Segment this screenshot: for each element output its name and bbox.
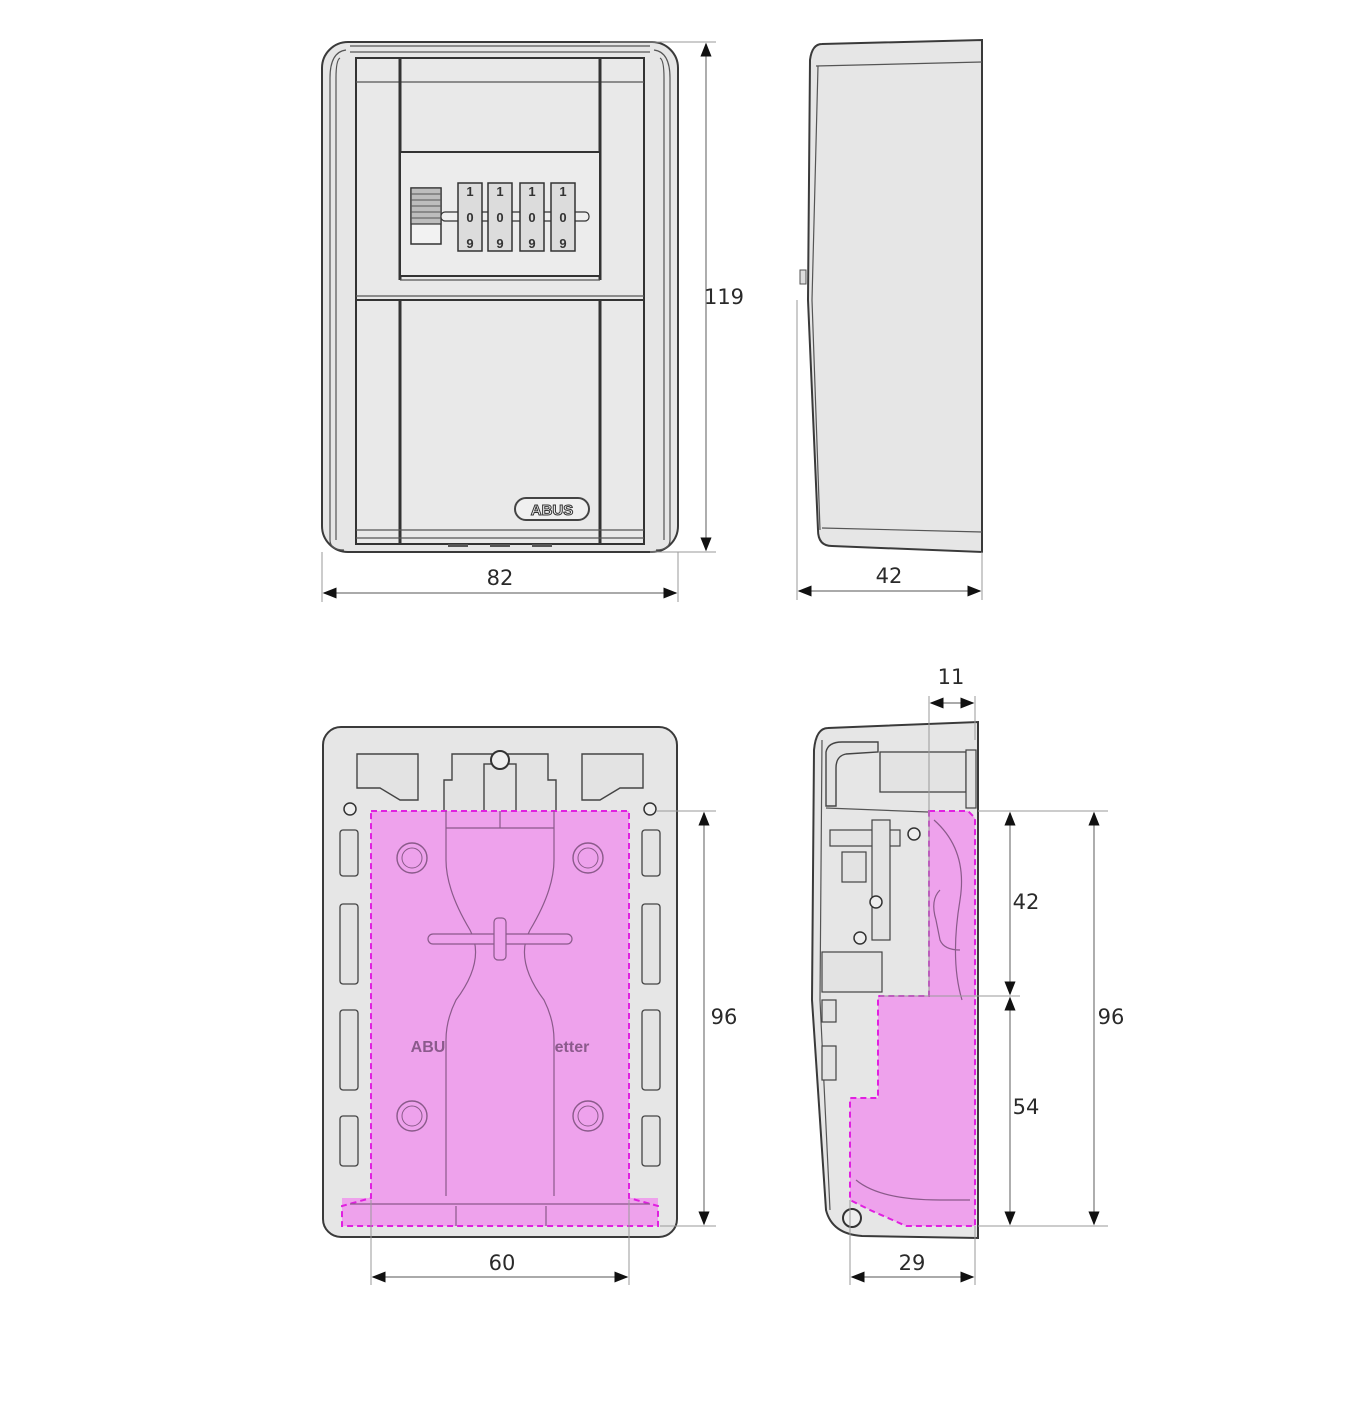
abus-logo: ABUS — [514, 497, 590, 521]
svg-text:0: 0 — [466, 210, 473, 225]
section-total-height-dimension: 96 — [1088, 811, 1125, 1226]
combination-dial-4: 1 0 9 — [550, 182, 576, 252]
front-height-dimension: 119 — [600, 41, 744, 553]
svg-text:9: 9 — [528, 236, 535, 251]
svg-text:ABUS: ABUS — [531, 502, 574, 519]
dim-label-96-rear: 96 — [711, 1005, 738, 1029]
side-depth-dimension: 42 — [796, 300, 983, 600]
svg-text:1: 1 — [559, 184, 566, 199]
section-view — [810, 720, 979, 1240]
section-interior-highlight — [849, 810, 976, 1227]
svg-text:9: 9 — [496, 236, 503, 251]
dim-label-29: 29 — [899, 1251, 926, 1275]
rear-interior-highlight: ABU etter — [341, 810, 659, 1227]
rear-width-dimension: 60 — [370, 1200, 630, 1285]
dim-label-42-depth: 42 — [876, 564, 903, 588]
dim-label-96-section: 96 — [1098, 1005, 1125, 1029]
section-lower-height-dimension: 54 — [978, 996, 1108, 1227]
svg-text:1: 1 — [466, 184, 473, 199]
section-depth-dimension: 29 — [849, 1200, 976, 1285]
svg-text:9: 9 — [559, 236, 566, 251]
front-view: 1 0 9 1 0 9 1 0 9 1 0 9 ABUS — [321, 41, 679, 553]
section-upper-height-dimension: 42 — [880, 810, 1108, 997]
slider-button — [410, 187, 442, 245]
dim-label-42-upper: 42 — [1013, 890, 1040, 914]
dim-label-60: 60 — [489, 1251, 516, 1275]
front-width-dimension: 82 — [321, 552, 679, 602]
emboss-text-left: ABU — [411, 1039, 446, 1056]
dim-label-11: 11 — [938, 665, 965, 689]
emboss-text-right: etter — [555, 1039, 590, 1056]
dim-label-82: 82 — [487, 566, 514, 590]
section-offset-dimension: 11 — [928, 665, 976, 996]
svg-text:0: 0 — [528, 210, 535, 225]
side-view — [799, 38, 983, 554]
svg-text:1: 1 — [496, 184, 503, 199]
combination-dial-1: 1 0 9 — [457, 182, 483, 252]
dim-label-119: 119 — [704, 285, 744, 309]
rear-view: ABU etter — [322, 726, 678, 1238]
svg-text:0: 0 — [559, 210, 566, 225]
rear-height-dimension: 96 — [656, 810, 738, 1227]
svg-text:1: 1 — [528, 184, 535, 199]
combination-dial-3: 1 0 9 — [519, 182, 545, 252]
svg-text:9: 9 — [466, 236, 473, 251]
combination-dial-2: 1 0 9 — [487, 182, 513, 252]
svg-text:0: 0 — [496, 210, 503, 225]
dim-label-54: 54 — [1013, 1095, 1040, 1119]
